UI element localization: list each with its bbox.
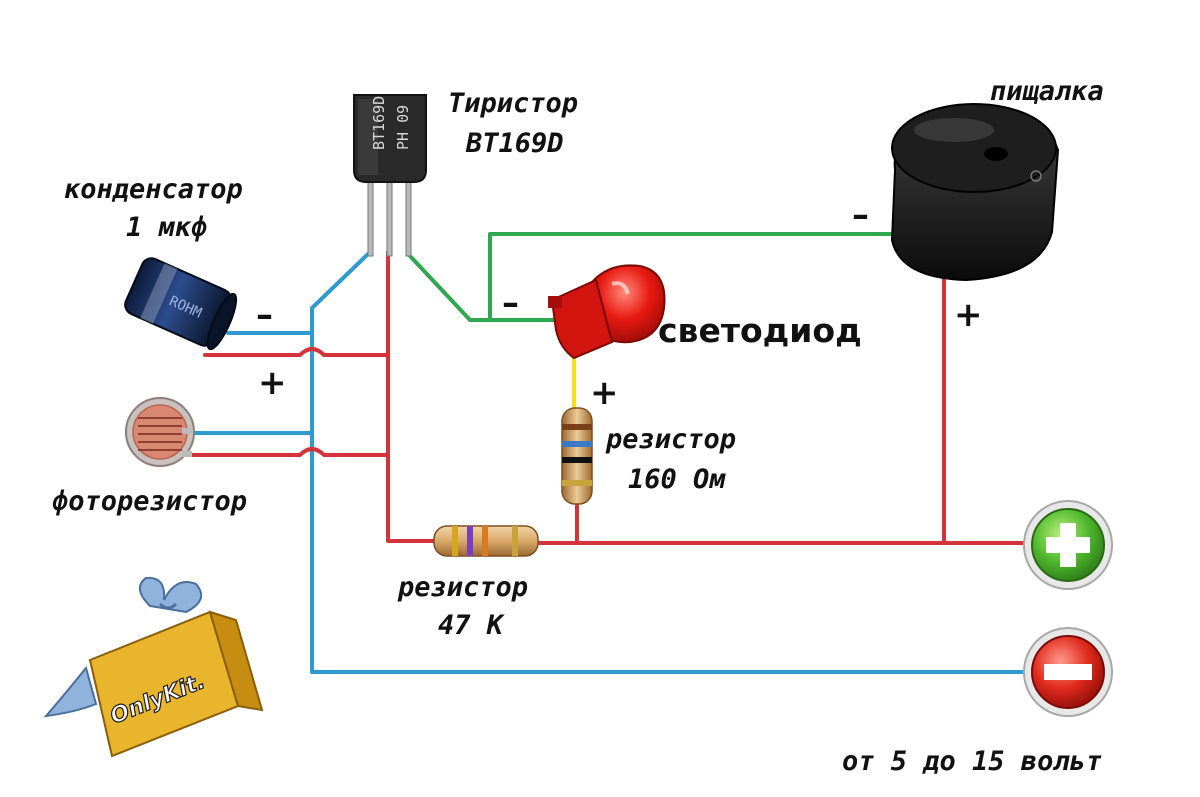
resistor-160-ohm <box>561 407 593 505</box>
buzzer-plus-sign: + <box>954 295 983 335</box>
capacitor-label-2: 1 мкф <box>126 212 207 243</box>
resistor-47k <box>433 525 539 557</box>
red-wire-photoresistor <box>188 447 390 457</box>
resistor47-label-2: 47 К <box>438 610 506 641</box>
plus-circle-icon <box>1023 500 1113 590</box>
thyristor-label-2: BT169D <box>465 128 564 159</box>
green-wire-anode-to-led <box>408 254 562 322</box>
photoresistor-label: фоторезистор <box>52 486 247 517</box>
blue-wire-thyristor-cathode <box>310 252 1032 674</box>
buzzer-minus-sign: – <box>852 195 869 235</box>
minus-circle-icon <box>1023 627 1113 717</box>
resistor160-label-1: резистор <box>605 424 736 455</box>
thyristor: BT169D PH 09 <box>353 94 427 257</box>
green-wires <box>408 232 907 322</box>
led-plus-sign: + <box>590 373 619 413</box>
led-base <box>550 278 614 360</box>
voltage-label: от 5 до 15 вольт <box>842 746 1102 777</box>
thyristor-marking-2: PH 09 <box>394 105 412 150</box>
thyristor-label-1: Тиристор <box>448 88 578 119</box>
red-wire-capacitor-plus <box>203 347 390 357</box>
green-wire-buzzer-minus <box>488 232 907 322</box>
photoresistor <box>125 397 195 467</box>
red-wire-thyristor-gate <box>386 250 442 543</box>
led-label: светодиод <box>658 311 862 350</box>
resistor160-label-2: 160 Ом <box>628 464 726 495</box>
positive-wires <box>188 250 1032 545</box>
led <box>548 264 666 360</box>
capacitor-label-1: конденсатор <box>64 174 243 205</box>
negative-wires <box>188 252 1032 674</box>
led-minus-sign: – <box>502 283 519 323</box>
capacitor-minus-sign: – <box>256 295 273 335</box>
capacitor-plus-sign: + <box>258 363 287 403</box>
resistor47-label-1: резистор <box>397 572 528 603</box>
thyristor-marking-1: BT169D <box>370 96 388 150</box>
onlykit-logo: OnlyKit. <box>43 576 264 758</box>
capacitor: ROHM <box>124 257 238 351</box>
buzzer-label: пищалка <box>990 76 1104 107</box>
buzzer <box>890 103 1060 282</box>
